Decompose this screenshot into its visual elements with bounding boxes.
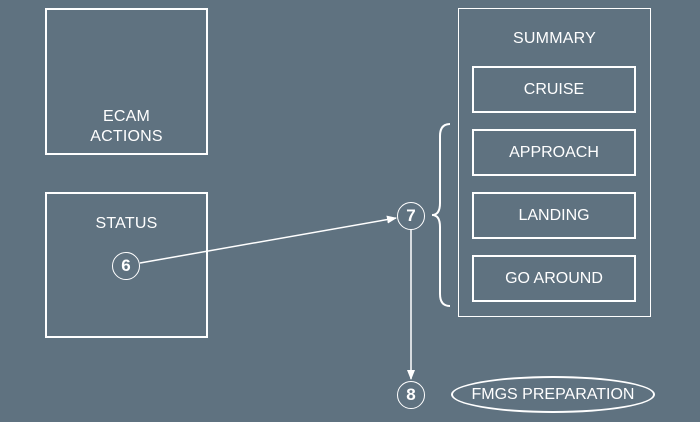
summary-item-approach: APPROACH xyxy=(472,129,636,176)
step-7-marker: 7 xyxy=(397,202,425,230)
summary-item-cruise: CRUISE xyxy=(472,66,636,113)
status-label: STATUS xyxy=(95,215,158,232)
status-box xyxy=(45,192,208,338)
step-8-marker: 8 xyxy=(397,381,425,409)
summary-title: SUMMARY xyxy=(513,30,596,47)
summary-item-go-around: GO AROUND xyxy=(472,255,636,302)
ecam-actions-label: ECAM ACTIONS xyxy=(90,108,163,145)
step-6-marker: 6 xyxy=(112,252,140,280)
summary-item-landing: LANDING xyxy=(472,192,636,239)
ecam-actions-box xyxy=(45,8,208,155)
arrow-6-to-7 xyxy=(139,215,397,264)
summary-panel xyxy=(458,8,651,317)
curly-brace xyxy=(431,123,451,307)
fmgs-preparation-oval: FMGS PREPARATION xyxy=(451,376,655,413)
